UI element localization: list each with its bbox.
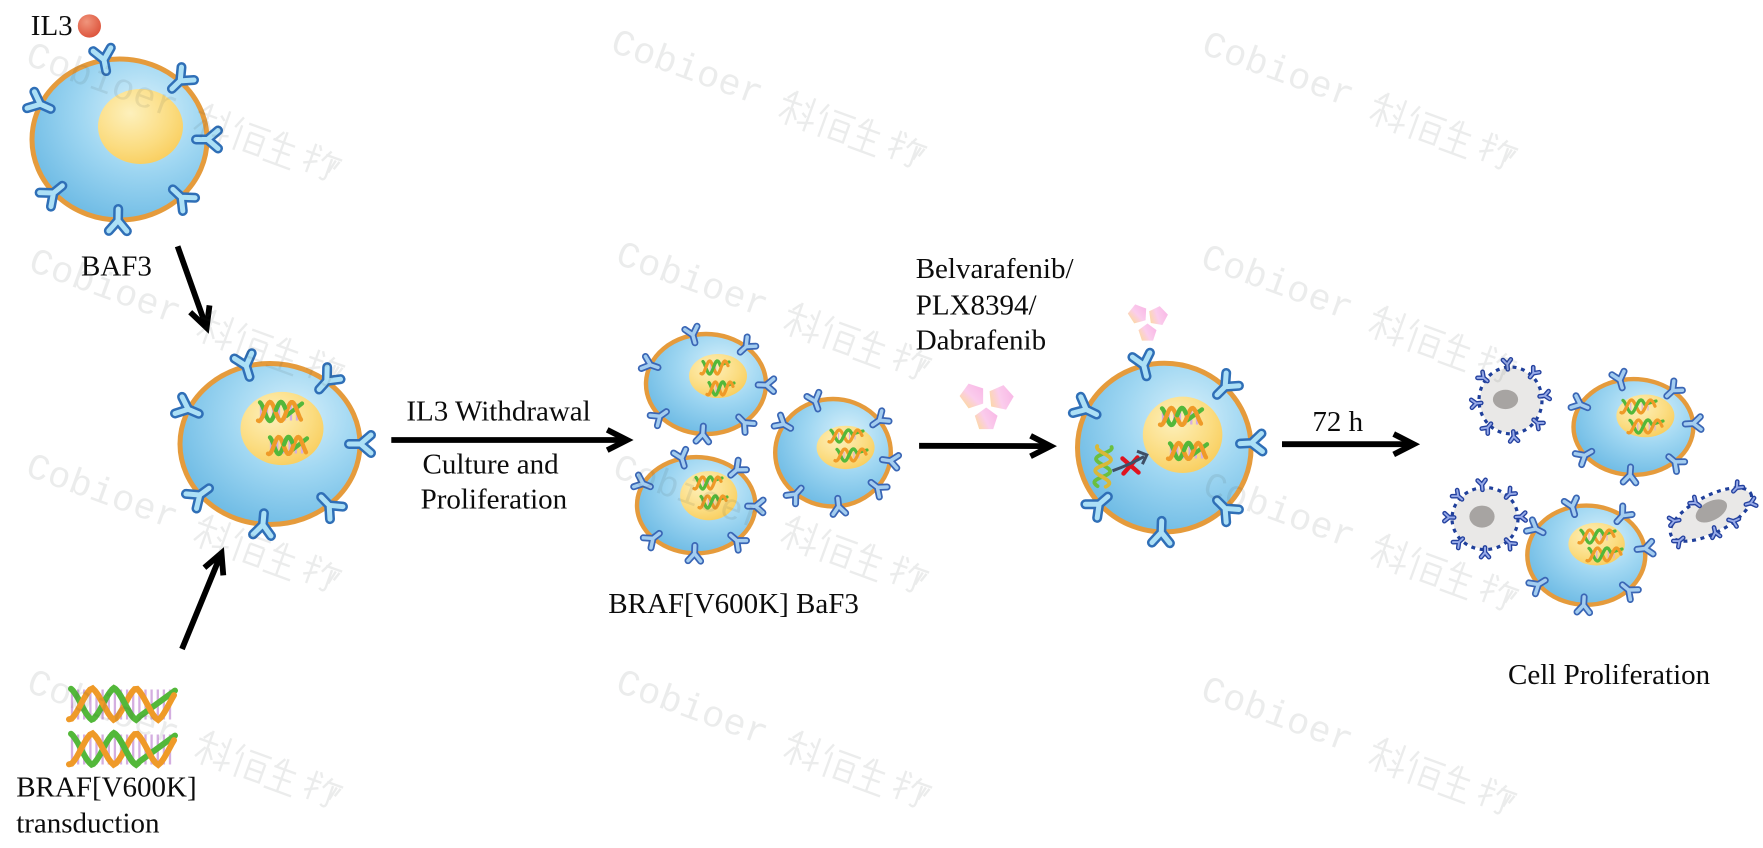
svg-text:BRAF[V600K]: BRAF[V600K] <box>16 771 196 803</box>
svg-text:Culture and: Culture and <box>423 448 560 480</box>
svg-text:Proliferation: Proliferation <box>421 484 568 516</box>
svg-text:BRAF[V600K] BaF3: BRAF[V600K] BaF3 <box>608 588 859 620</box>
svg-text:Belvarafenib/: Belvarafenib/ <box>916 253 1075 285</box>
svg-text:72 h: 72 h <box>1312 406 1363 438</box>
svg-text:transduction: transduction <box>16 808 160 840</box>
svg-text:PLX8394/: PLX8394/ <box>916 289 1038 321</box>
svg-text:Dabrafenib: Dabrafenib <box>916 325 1046 357</box>
svg-text:Cell Proliferation: Cell Proliferation <box>1508 659 1711 691</box>
svg-text:IL3 Withdrawal: IL3 Withdrawal <box>406 396 590 428</box>
